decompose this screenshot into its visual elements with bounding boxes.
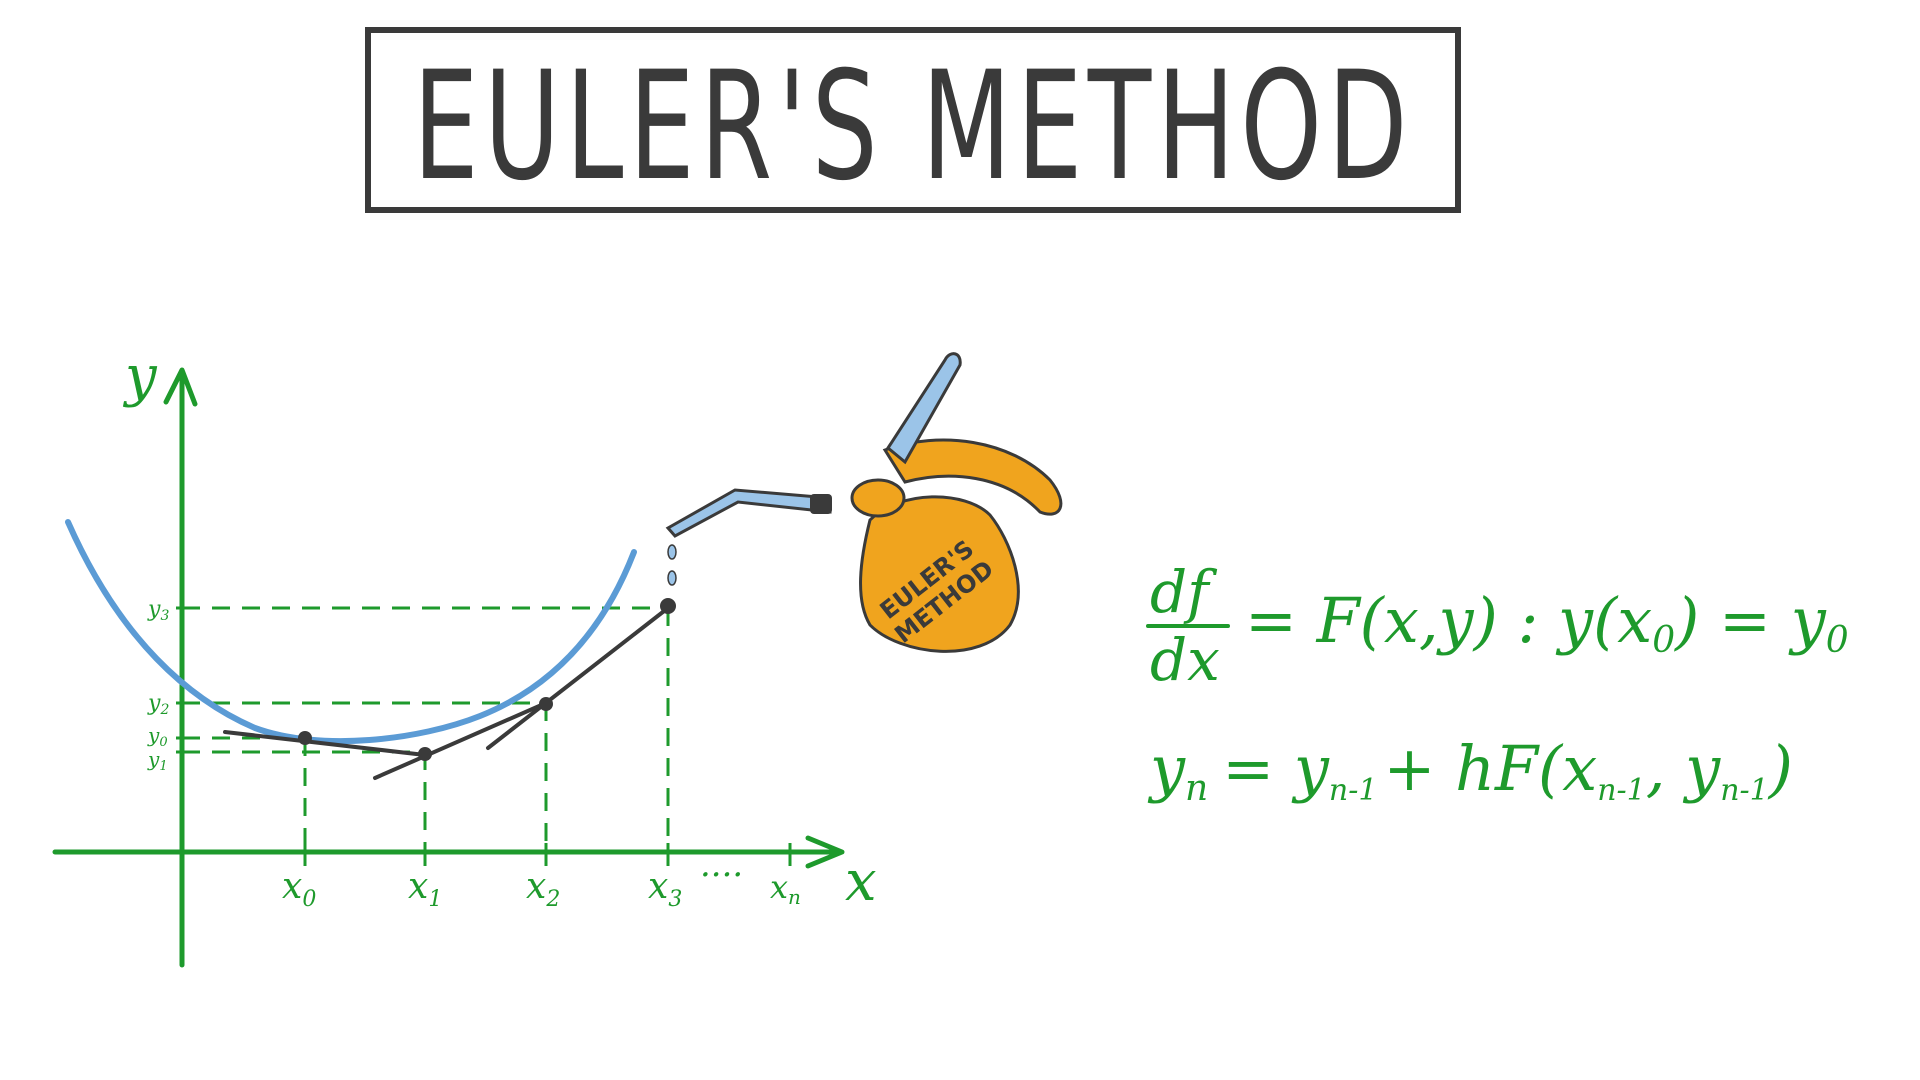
true-solution-curve [65, 519, 637, 745]
x-tick-label-x3: x3 [648, 866, 682, 912]
point-x0-y0 [298, 731, 312, 745]
graph: y x y3 [52, 344, 877, 968]
y-tick-labels: y3 y2 y0 y1 [147, 597, 169, 774]
ode-denominator: dx [1150, 626, 1220, 694]
oil-can-illustration: EULER'S METHOD [665, 352, 1063, 653]
y-tick-marks [176, 606, 190, 754]
euler-points [298, 598, 676, 761]
oil-drop-2 [667, 570, 677, 586]
x-tick-marks [303, 843, 792, 866]
oil-can-body [859, 495, 1020, 653]
oil-drop-1 [667, 544, 677, 560]
oil-can-cap [850, 478, 906, 518]
point-x2-y2 [539, 697, 553, 711]
equations: df dx = F(x,y) : y(x0) = y0 yn= yn-1+ hF… [1146, 558, 1849, 809]
y-tick-label-y1: y1 [147, 747, 168, 774]
page-title: EULER'S METHOD [413, 40, 1413, 214]
point-x1-y1 [418, 747, 432, 761]
oil-can-pump-lever [886, 352, 962, 465]
x-axis-arrowhead [805, 835, 845, 869]
x-tick-label-x0: x0 [282, 866, 316, 912]
x-axis-ellipsis: ···· [700, 855, 743, 895]
tangent-segment-1 [373, 701, 548, 780]
oil-can-spout-collar [810, 494, 832, 514]
x-tick-label-xn: xn [770, 868, 801, 909]
ode-rhs: = F(x,y) : y(x0) = y0 [1245, 584, 1849, 661]
y-tick-label-y2: y2 [147, 691, 169, 718]
oil-can-handle [882, 438, 1063, 516]
oil-can-spout [665, 488, 832, 538]
x-axis-label: x [845, 849, 877, 914]
y-axis-arrowhead [163, 367, 198, 407]
tangent-segment-0 [223, 730, 427, 757]
y-tick-label-y0: y0 [147, 723, 168, 750]
euler-approximation [223, 606, 670, 780]
euler-recurrence: yn= yn-1+ hF(xn-1, yn-1) [1147, 732, 1793, 809]
title-banner: EULER'S METHOD [365, 27, 1461, 214]
ode-equation: df dx = F(x,y) : y(x0) = y0 [1146, 558, 1849, 694]
y-tick-label-y3: y3 [147, 597, 169, 624]
x-tick-labels: x0 x1 x2 x3 ···· xn [282, 855, 801, 912]
y-axis-label: y [122, 344, 158, 409]
x-tick-label-x2: x2 [526, 866, 560, 912]
point-x3-y3 [660, 598, 676, 614]
title-frame [365, 27, 1461, 213]
recurrence-formula: yn= yn-1+ hF(xn-1, yn-1) [1147, 732, 1793, 809]
x-tick-label-x1: x1 [408, 866, 442, 912]
tangent-segment-2 [486, 606, 670, 750]
ode-numerator: df [1150, 558, 1218, 626]
